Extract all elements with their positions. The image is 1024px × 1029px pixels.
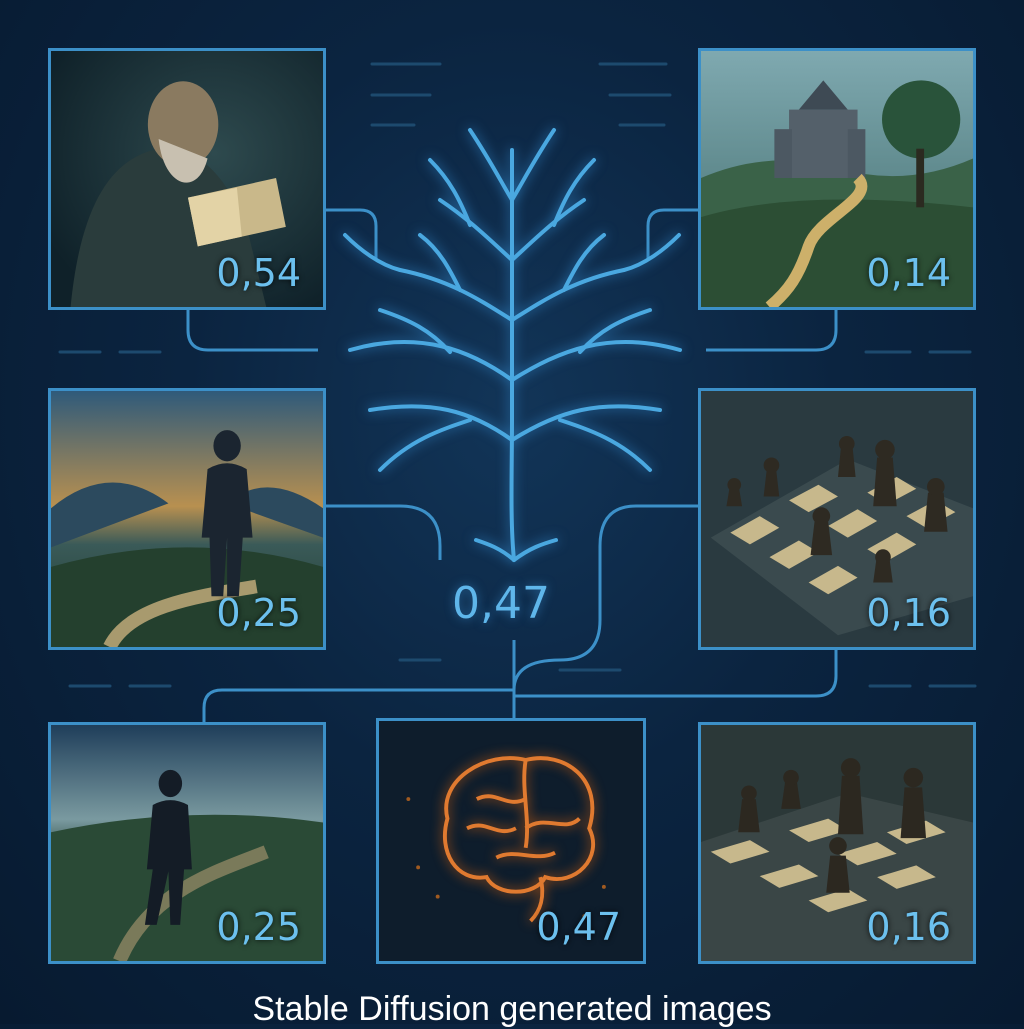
wanderer-image: [51, 391, 323, 647]
center-score: 0,47: [452, 578, 550, 629]
decorative-dashes: [58, 62, 977, 688]
image-panel-scholar[interactable]: 0,54: [48, 48, 326, 310]
score-label: 0,54: [216, 251, 301, 295]
tree-icon: [343, 128, 682, 562]
castle-image: [701, 51, 973, 307]
score-label: 0,14: [866, 251, 951, 295]
score-label: 0,25: [216, 591, 301, 635]
score-label: 0,47: [536, 905, 621, 949]
image-panel-chess-b[interactable]: 0,16: [698, 722, 976, 964]
chess-image-b: [701, 725, 973, 961]
brain-icon: [442, 756, 596, 923]
scholar-image: [51, 51, 323, 307]
image-panel-wanderer[interactable]: 0,25: [48, 388, 326, 650]
caption: Stable Diffusion generated images: [252, 990, 772, 1028]
score-label: 0,16: [866, 905, 951, 949]
image-panel-castle[interactable]: 0,14: [698, 48, 976, 310]
image-panel-walker[interactable]: 0,25: [48, 722, 326, 964]
brain-image: [379, 721, 643, 961]
chess-image-a: [701, 391, 973, 647]
image-panel-brain[interactable]: 0,47: [376, 718, 646, 964]
score-label: 0,16: [866, 591, 951, 635]
connector-lines: [186, 208, 838, 722]
score-label: 0,25: [216, 905, 301, 949]
walker-image: [51, 725, 323, 961]
image-panel-chess-a[interactable]: 0,16: [698, 388, 976, 650]
